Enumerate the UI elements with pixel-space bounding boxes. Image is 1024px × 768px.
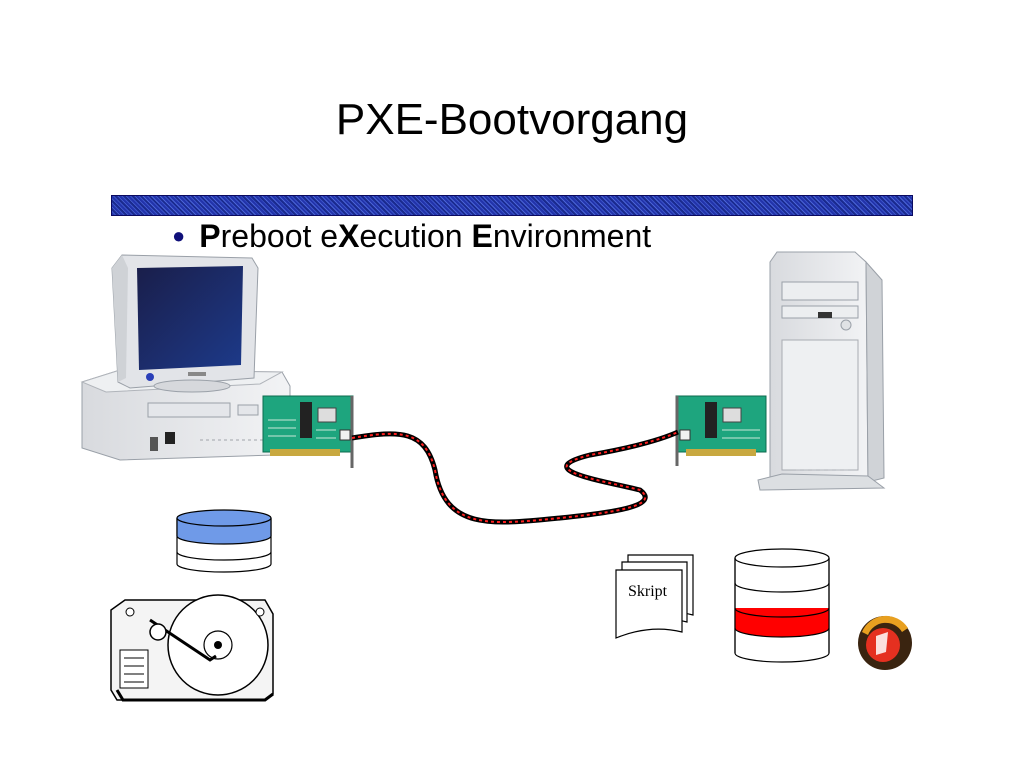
bullet-letter-x: X <box>338 218 360 254</box>
database-icon <box>734 548 830 663</box>
network-card-icon <box>262 395 354 468</box>
bullet-text-3: nvironment <box>492 218 652 254</box>
title-divider-bar <box>111 195 913 216</box>
database-icon <box>176 509 272 573</box>
bullet-item: ● Preboot eXecution Environment <box>172 218 651 255</box>
bullet-dot-icon: ● <box>172 223 186 248</box>
network-card-icon <box>675 395 767 466</box>
slide-title: PXE-Bootvorgang <box>335 95 689 144</box>
client-computer-icon <box>80 254 291 461</box>
logo-badge-icon <box>858 615 912 670</box>
server-tower-icon <box>757 251 886 491</box>
bullet-letter-e: E <box>471 218 493 254</box>
script-label: Skript <box>628 583 668 600</box>
script-document-icon <box>615 554 694 639</box>
bullet-text-2: ecution <box>359 218 472 254</box>
hard-disk-icon <box>110 594 274 702</box>
bullet-letter-p: P <box>199 218 221 254</box>
network-cable <box>351 429 680 525</box>
bullet-text-1: reboot e <box>220 218 339 254</box>
